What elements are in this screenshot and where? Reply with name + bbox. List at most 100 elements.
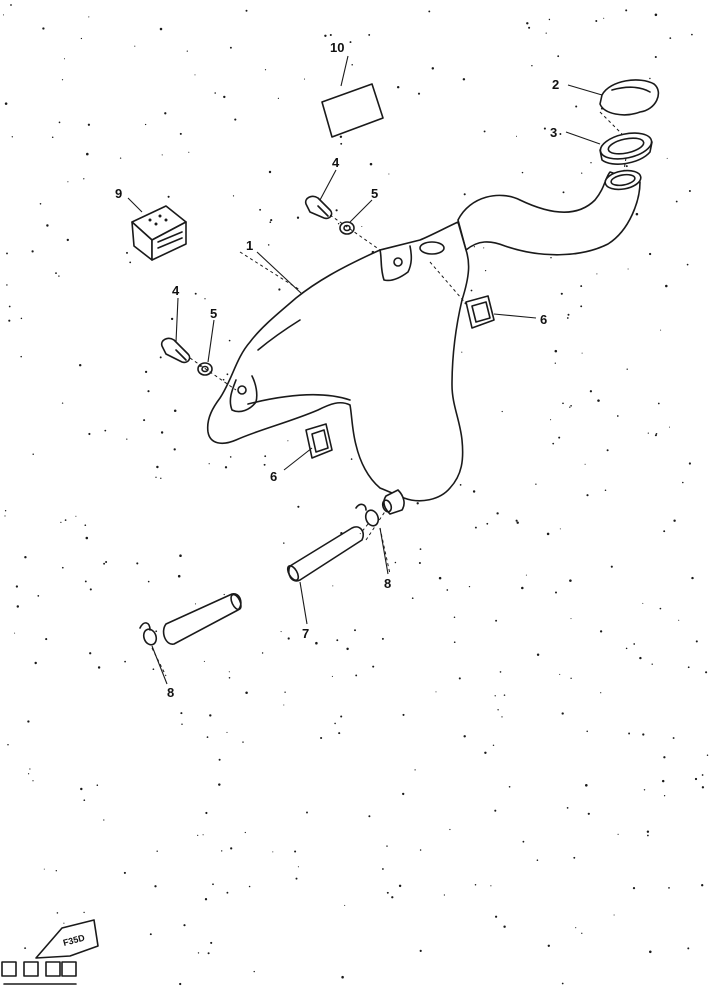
speckle — [503, 694, 506, 696]
speckle — [499, 671, 502, 673]
speckle — [248, 885, 251, 888]
speckle — [381, 637, 384, 640]
speckle — [531, 64, 533, 67]
speckle — [647, 834, 649, 837]
speckle — [218, 758, 221, 761]
callout-9: 9 — [115, 186, 122, 201]
speckle — [177, 574, 181, 578]
speckle — [570, 404, 572, 407]
callout-8-lower: 8 — [167, 685, 174, 700]
part-2-tank-cap — [599, 79, 660, 116]
speckle — [103, 819, 105, 821]
speckle — [164, 112, 167, 115]
speckle — [590, 162, 592, 164]
speckle — [194, 74, 196, 76]
speckle — [642, 602, 644, 604]
speckle — [224, 466, 228, 469]
speckle — [665, 284, 668, 288]
speckle — [223, 593, 225, 596]
speckle — [633, 643, 636, 645]
speckle — [268, 170, 272, 174]
speckle — [396, 85, 400, 89]
speckle — [706, 754, 709, 756]
speckle — [229, 46, 232, 49]
speckle — [334, 722, 336, 725]
speckle — [617, 833, 619, 835]
speckle — [417, 92, 421, 95]
speckle — [32, 453, 34, 456]
part-8-clip-lower — [139, 622, 158, 646]
speckle — [181, 723, 183, 725]
speckle — [222, 378, 225, 381]
speckle — [123, 871, 126, 874]
speckle — [156, 465, 159, 469]
callout-4-lower: 4 — [172, 283, 180, 298]
speckle — [695, 640, 698, 643]
callout-2: 2 — [552, 77, 559, 92]
part-7-hose-lower — [162, 593, 242, 645]
speckle — [261, 652, 264, 654]
speckle — [306, 811, 308, 814]
speckle — [668, 887, 670, 889]
speckle — [210, 941, 213, 944]
speckle — [154, 885, 157, 888]
speckle — [173, 409, 177, 412]
speckle — [324, 34, 327, 37]
speckle — [83, 799, 86, 802]
speckle — [484, 269, 487, 272]
speckle — [103, 562, 106, 565]
speckle — [283, 704, 285, 706]
speckle — [297, 866, 299, 868]
speckle — [490, 885, 492, 887]
speckle — [341, 975, 344, 979]
speckle — [503, 925, 506, 928]
speckle — [687, 947, 690, 950]
speckle — [194, 603, 197, 605]
speckle — [143, 419, 146, 422]
speckle — [228, 339, 231, 342]
speckle — [10, 4, 12, 6]
speckle — [264, 69, 267, 71]
speckle — [522, 840, 525, 843]
speckle — [681, 481, 684, 484]
speckle — [56, 912, 59, 914]
speckle — [32, 780, 34, 782]
speckle — [508, 785, 511, 788]
speckle — [521, 586, 524, 590]
speckle — [126, 438, 128, 440]
speckle — [173, 448, 176, 451]
speckle — [369, 162, 373, 166]
speckle — [179, 982, 182, 986]
speckle — [567, 313, 570, 316]
speckle — [561, 982, 564, 985]
speckle — [338, 732, 341, 735]
callout-10: 10 — [330, 40, 344, 55]
speckle — [368, 815, 371, 818]
speckle — [27, 720, 30, 723]
part-4-bolt-lower — [160, 337, 191, 364]
speckle — [580, 285, 583, 288]
speckle — [428, 10, 431, 13]
speckle — [473, 246, 475, 248]
part-9-box — [131, 205, 187, 261]
speckle — [663, 795, 666, 797]
speckle — [303, 78, 306, 80]
speckle — [234, 118, 237, 121]
part-6-grommet-lower — [305, 423, 333, 459]
speckle — [372, 665, 375, 668]
speckle — [207, 952, 210, 955]
speckle — [573, 856, 576, 859]
speckle — [204, 298, 206, 300]
speckle — [687, 666, 690, 669]
speckle — [526, 22, 529, 25]
speckle — [29, 768, 31, 770]
speckle — [212, 883, 214, 886]
speckle — [646, 830, 650, 833]
speckle — [344, 904, 346, 906]
speckle — [315, 641, 318, 645]
speckle — [566, 317, 569, 319]
speckle — [245, 691, 248, 695]
speckle — [610, 565, 613, 568]
speckle — [39, 203, 42, 205]
